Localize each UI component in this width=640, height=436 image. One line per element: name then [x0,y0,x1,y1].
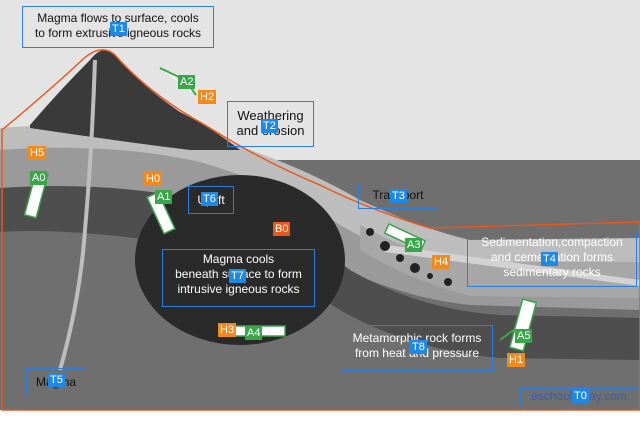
intrusive-line-1: Magma cools [202,252,275,266]
credit-box [520,388,638,406]
tag-t1: T1 [110,22,127,36]
tag-h1: H1 [507,353,526,367]
tag-h5: H5 [28,146,47,160]
intrusive-line-3: intrusive igneous rocks [177,282,300,296]
metamorphic-line-1: Metamorphic rock forms [352,331,482,345]
tag-t4: T4 [541,252,558,266]
tag-t3: T3 [390,189,407,203]
tag-h4: H4 [432,255,451,269]
transport-box [358,183,438,209]
tag-a2: A2 [178,75,196,89]
tag-t5: T5 [48,373,65,387]
sedimentation-box [467,231,637,287]
tag-a5: A5 [515,329,533,343]
weathering-line-1: Weathering [237,108,304,123]
volcano [30,49,240,150]
tag-h2: H2 [198,90,217,104]
tag-h3: H3 [218,323,237,337]
intrusive-box [162,249,315,307]
tag-h0: H0 [144,172,163,186]
tag-a0: A0 [30,171,48,185]
magma-box [26,368,86,396]
tag-a3: A3 [405,238,423,252]
tag-a1: A1 [155,190,173,204]
magma-conduit [58,59,97,371]
sediment-layers [360,225,640,298]
tag-t7: T7 [229,269,246,283]
tag-a4: A4 [245,326,263,340]
transported-pebbles [366,228,452,286]
weathering-box [227,101,314,147]
tag-b0: B0 [273,222,291,236]
tag-t6: T6 [201,192,218,206]
uplift-box [188,186,234,214]
sediment-stripe [380,244,640,286]
intrusive-label: Magma cools beneath surface to form intr… [162,252,315,297]
tag-t0: T0 [572,389,589,403]
metamorphic-box [341,325,493,371]
arrow-uplift [146,191,176,235]
magma-intrusion [135,175,345,345]
tag-t8: T8 [410,340,427,354]
surface-flow-line-1: Magma flows to surface, cools [37,11,199,25]
terrain-outline [1,49,640,411]
surface-flow-box [22,6,214,48]
tag-t2: T2 [261,119,278,133]
sedimentation-line-3: sedimentary rocks [503,265,601,279]
sedimentation-line-1: Sedimentation,compaction [481,235,623,249]
